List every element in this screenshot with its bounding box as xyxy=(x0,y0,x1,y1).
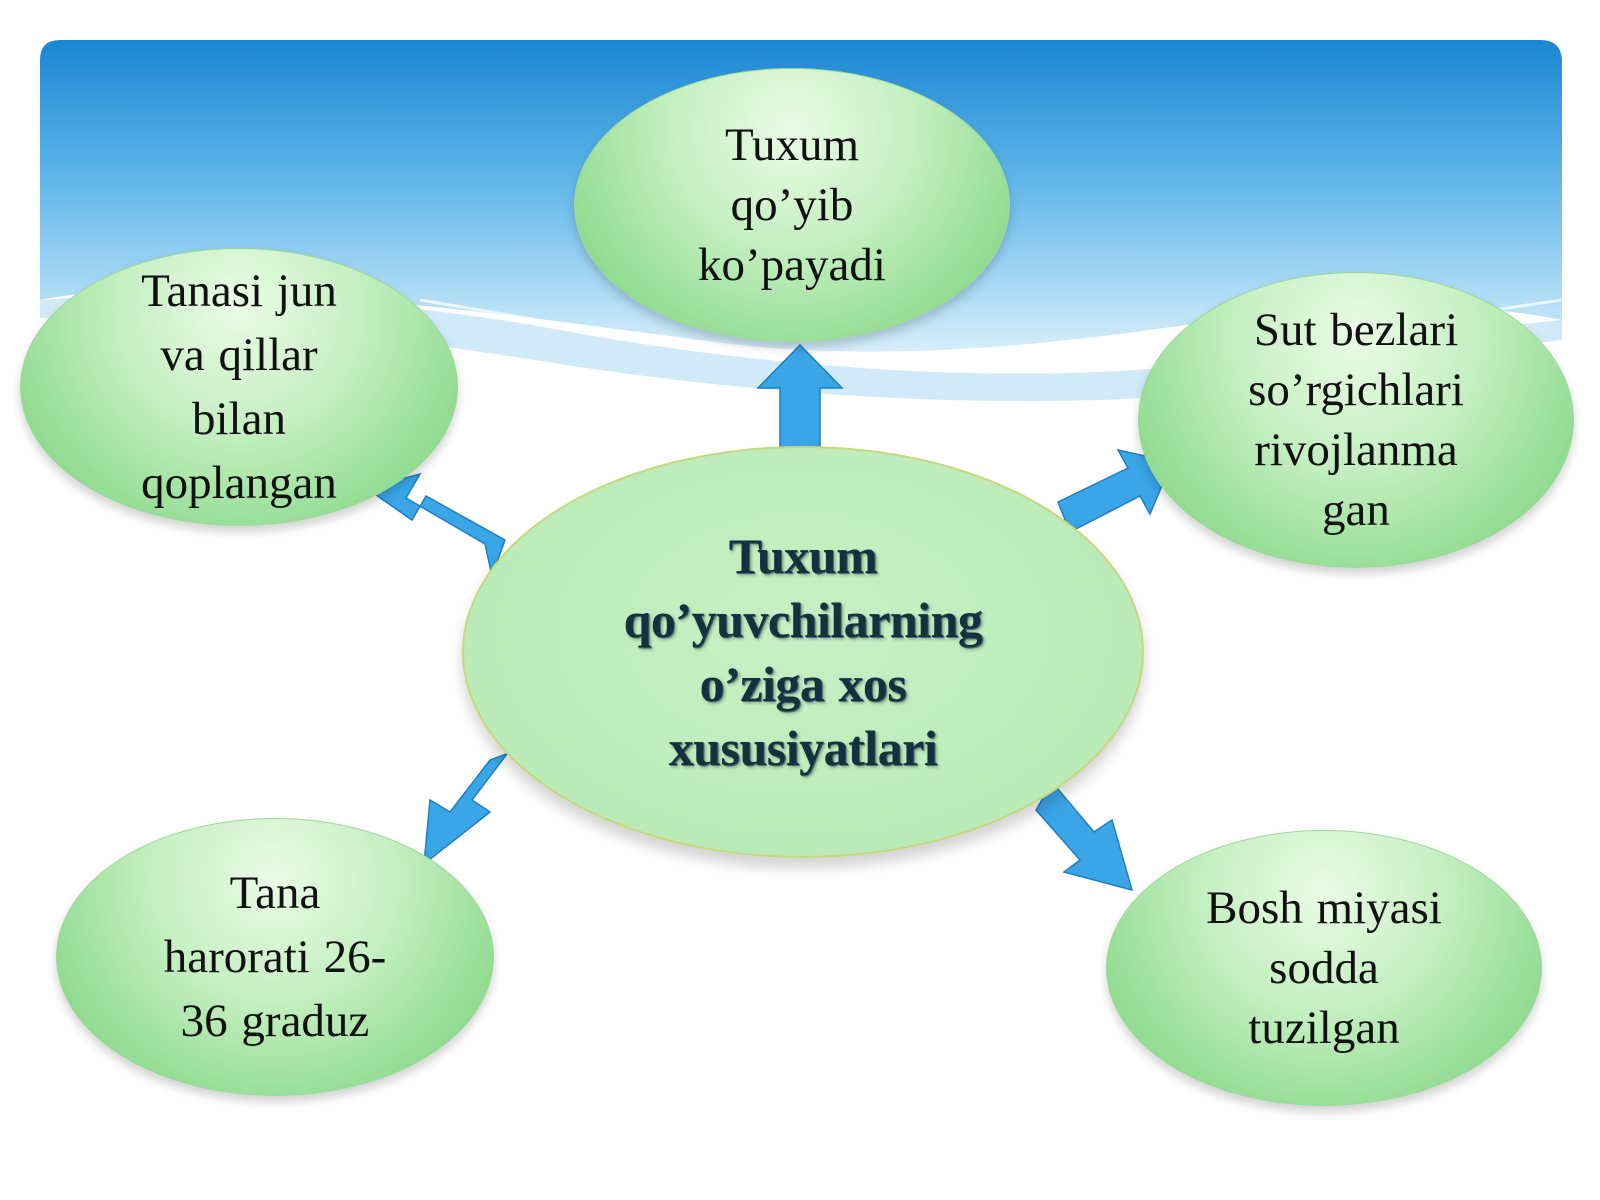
arrows xyxy=(364,343,1174,892)
arrow-up xyxy=(756,343,844,451)
arrow-down-right xyxy=(1035,780,1134,892)
top-text: Tuxum qo’yib ko’payadi xyxy=(698,119,886,291)
right-text: Sut bezlari so’rgichlari rivojlanma gan xyxy=(1248,304,1464,536)
bottom-right-ellipse: Bosh miyasi sodda tuzilgan xyxy=(1106,830,1542,1106)
bottom-right-text: Bosh miyasi sodda tuzilgan xyxy=(1206,882,1442,1054)
arrow-up-right xyxy=(1057,448,1174,534)
right-ellipse: Sut bezlari so’rgichlari rivojlanma gan xyxy=(1138,272,1574,568)
left-ellipse: Tanasi jun va qillar bilan qoplangan xyxy=(20,248,458,526)
arrow-up-left xyxy=(364,472,506,579)
center-text: Tuxum qo’yuvchilarning o’ziga xos xususi… xyxy=(623,528,983,776)
bottom-left-ellipse: Tana harorati 26- 36 graduz xyxy=(56,818,494,1096)
top-ellipse: Tuxum qo’yib ko’payadi xyxy=(574,68,1010,342)
bottom-left-text: Tana harorati 26- 36 graduz xyxy=(163,867,387,1047)
arrow-down-left xyxy=(423,748,514,866)
center-ellipse: Tuxum qo’yuvchilarning o’ziga xos xususi… xyxy=(462,446,1144,858)
left-text: Tanasi jun va qillar bilan qoplangan xyxy=(141,265,337,509)
